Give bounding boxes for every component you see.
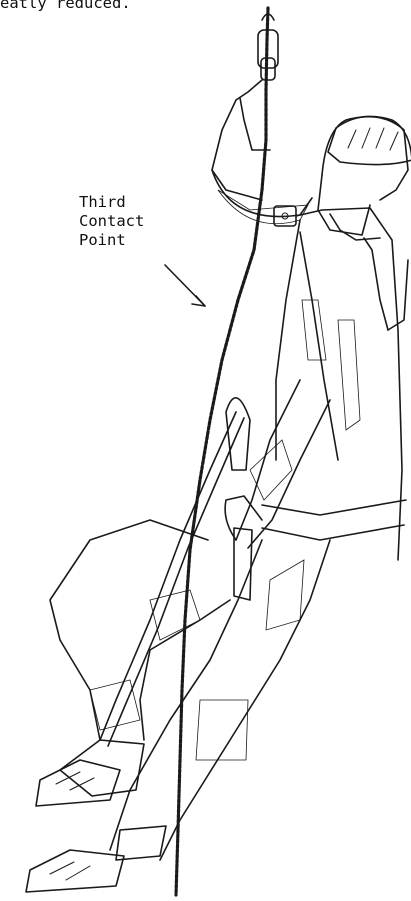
foot-loop-strap [100, 412, 236, 740]
third-contact-point-label: Third Contact Point [79, 193, 144, 250]
right-boot [26, 850, 124, 892]
right-leg [110, 540, 330, 860]
caption-text: eatly reduced. [0, 0, 131, 13]
label-line-3: Point [79, 231, 144, 250]
lower-arm [225, 380, 330, 548]
label-arrow [165, 265, 205, 306]
label-line-1: Third [79, 193, 144, 212]
waist-belt [234, 500, 406, 600]
torso-harness [276, 208, 408, 560]
left-leg [50, 520, 230, 796]
climbing-rope [176, 8, 268, 895]
label-line-2: Contact [79, 212, 144, 231]
raised-arm [212, 80, 312, 224]
left-boot [36, 760, 120, 806]
